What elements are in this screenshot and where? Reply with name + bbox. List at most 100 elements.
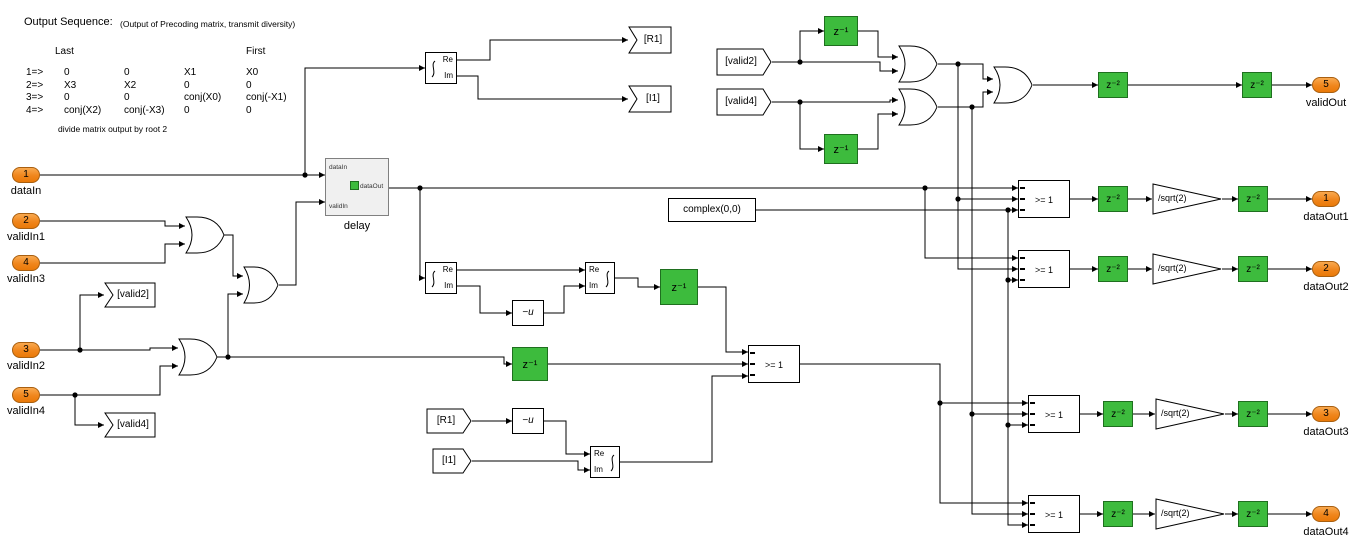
annotation-col-first: First — [246, 46, 266, 57]
from-tag-i1-label: [I1] — [442, 455, 456, 466]
delay2-dataout3-2[interactable]: z⁻² — [1238, 401, 1268, 427]
delay2-dataout3-1[interactable]: z⁻² — [1103, 401, 1133, 427]
or-gate-valid4-delayed[interactable] — [898, 88, 938, 131]
delay2-dataout2-2[interactable]: z⁻² — [1238, 256, 1268, 282]
from-tag-valid4-label: [valid4] — [725, 96, 757, 107]
gain-label: /sqrt(2) — [1161, 508, 1190, 518]
from-tag-valid4[interactable]: [valid4] — [716, 88, 772, 116]
re-port-label: Re — [589, 265, 600, 274]
outport-dataout2[interactable]: 2 — [1312, 261, 1340, 277]
switch-dataout3[interactable]: >= 1 — [1028, 395, 1080, 433]
complex-to-realimag-2[interactable]: Re Im — [425, 262, 457, 294]
im-port-label: Im — [589, 281, 598, 290]
annotation-cell: 0 — [124, 92, 130, 103]
annotation-cell: X2 — [124, 80, 137, 91]
annotation-cell: 2=> — [26, 80, 44, 91]
inport-validin4[interactable]: 5 — [12, 387, 40, 403]
subsystem-delay[interactable]: dataIn validIn dataOut — [325, 158, 389, 216]
or-gate-validout[interactable] — [993, 66, 1033, 109]
outport-dataout2-label: dataOut2 — [1303, 281, 1349, 293]
from-tag-r1[interactable]: [R1] — [426, 408, 472, 434]
from-tag-valid2[interactable]: [valid2] — [716, 48, 772, 76]
delay2-validout-2[interactable]: z⁻² — [1242, 72, 1272, 98]
or-gate-valid13[interactable] — [185, 216, 225, 259]
annotation-cell: X1 — [184, 67, 197, 78]
gain-label: /sqrt(2) — [1161, 408, 1190, 418]
outport-dataout4-label: dataOut4 — [1303, 526, 1349, 538]
from-tag-valid2-label: [valid2] — [725, 56, 757, 67]
annotation-footnote: divide matrix output by root 2 — [58, 124, 168, 134]
outport-dataout1[interactable]: 1 — [1312, 191, 1340, 207]
realimag-to-complex-1[interactable]: Re Im — [585, 262, 615, 294]
goto-tag-valid2-label: [valid2] — [117, 289, 149, 300]
annotation-cell: 0 — [124, 67, 130, 78]
negate-block-1[interactable]: −u — [512, 300, 544, 326]
from-tag-i1[interactable]: [I1] — [432, 448, 472, 474]
outport-validout[interactable]: 5 — [1312, 77, 1340, 93]
inport-datain-label: dataIn — [10, 185, 42, 197]
delay2-dataout4-2[interactable]: z⁻² — [1238, 501, 1268, 527]
im-port-label: Im — [594, 465, 603, 474]
annotation-col-last: Last — [55, 46, 74, 57]
unit-delay-valid2[interactable]: z⁻¹ — [824, 16, 858, 46]
annotation-cell: 3=> — [26, 92, 44, 103]
unit-delay-valid4[interactable]: z⁻¹ — [824, 134, 858, 164]
negate-block-2[interactable]: −u — [512, 408, 544, 434]
annotation-cell: 0 — [64, 92, 70, 103]
delay2-dataout4-1[interactable]: z⁻² — [1103, 501, 1133, 527]
gain-sqrt2-dataout4[interactable]: /sqrt(2) — [1155, 498, 1225, 535]
switch-dataout1[interactable]: >= 1 — [1018, 180, 1070, 218]
inport-validin2-label: validIn2 — [7, 360, 45, 372]
unit-delay-valid[interactable]: z⁻¹ — [512, 347, 548, 381]
goto-tag-valid4-label: [valid4] — [117, 419, 149, 430]
inport-datain[interactable]: 1 — [12, 167, 40, 183]
delay2-dataout2-1[interactable]: z⁻² — [1098, 256, 1128, 282]
outport-dataout4[interactable]: 4 — [1312, 506, 1340, 522]
annotation-cell: X3 — [64, 80, 77, 91]
inport-validin1[interactable]: 2 — [12, 213, 40, 229]
annotation-cell: 1=> — [26, 67, 44, 78]
delay2-dataout1-1[interactable]: z⁻² — [1098, 186, 1128, 212]
gain-sqrt2-dataout2[interactable]: /sqrt(2) — [1152, 253, 1222, 290]
annotation-cell: conj(X0) — [184, 92, 222, 103]
outport-dataout3[interactable]: 3 — [1312, 406, 1340, 422]
unit-delay-conj[interactable]: z⁻¹ — [660, 269, 698, 305]
switch-conj-path[interactable]: >= 1 — [748, 345, 800, 383]
delay2-dataout1-2[interactable]: z⁻² — [1238, 186, 1268, 212]
outport-validout-label: validOut — [1305, 97, 1347, 109]
complex-to-realimag-1[interactable]: Re Im — [425, 52, 457, 84]
gain-label: /sqrt(2) — [1158, 263, 1187, 273]
goto-tag-r1[interactable]: [R1] — [628, 26, 672, 54]
im-port-label: Im — [444, 71, 453, 80]
im-port-label: Im — [444, 281, 453, 290]
or-gate-valid2-delayed[interactable] — [898, 45, 938, 88]
annotation-cell: X0 — [246, 67, 259, 78]
goto-tag-valid4[interactable]: [valid4] — [104, 412, 156, 438]
gain-label: /sqrt(2) — [1158, 193, 1187, 203]
subsystem-port-dataout: dataOut — [360, 183, 384, 190]
inport-validin3[interactable]: 4 — [12, 255, 40, 271]
annotation-cell: 0 — [64, 67, 70, 78]
delay2-validout-1[interactable]: z⁻² — [1098, 72, 1128, 98]
signal-wires — [40, 28, 1312, 528]
gain-sqrt2-dataout3[interactable]: /sqrt(2) — [1155, 398, 1225, 435]
annotation-cell: conj(-X3) — [124, 105, 165, 116]
inport-validin2[interactable]: 3 — [12, 342, 40, 358]
annotation-cell: 0 — [246, 105, 252, 116]
re-port-label: Re — [442, 55, 453, 64]
or-gate-valid24[interactable] — [178, 338, 218, 381]
switch-dataout2[interactable]: >= 1 — [1018, 250, 1070, 288]
re-port-label: Re — [594, 449, 605, 458]
goto-tag-i1[interactable]: [I1] — [628, 85, 672, 113]
inport-validin3-label: validIn3 — [7, 273, 45, 285]
re-port-label: Re — [442, 265, 453, 274]
gain-sqrt2-dataout1[interactable]: /sqrt(2) — [1152, 183, 1222, 220]
annotation-output-sequence: Output Sequence: (Output of Precoding ma… — [22, 14, 322, 144]
constant-complex00[interactable]: complex(0,0) — [668, 198, 756, 222]
inport-validin4-label: validIn4 — [7, 405, 45, 417]
goto-tag-valid2[interactable]: [valid2] — [104, 282, 156, 308]
or-gate-valid-all[interactable] — [243, 266, 279, 309]
switch-dataout4[interactable]: >= 1 — [1028, 495, 1080, 533]
realimag-to-complex-2[interactable]: Re Im — [590, 446, 620, 478]
